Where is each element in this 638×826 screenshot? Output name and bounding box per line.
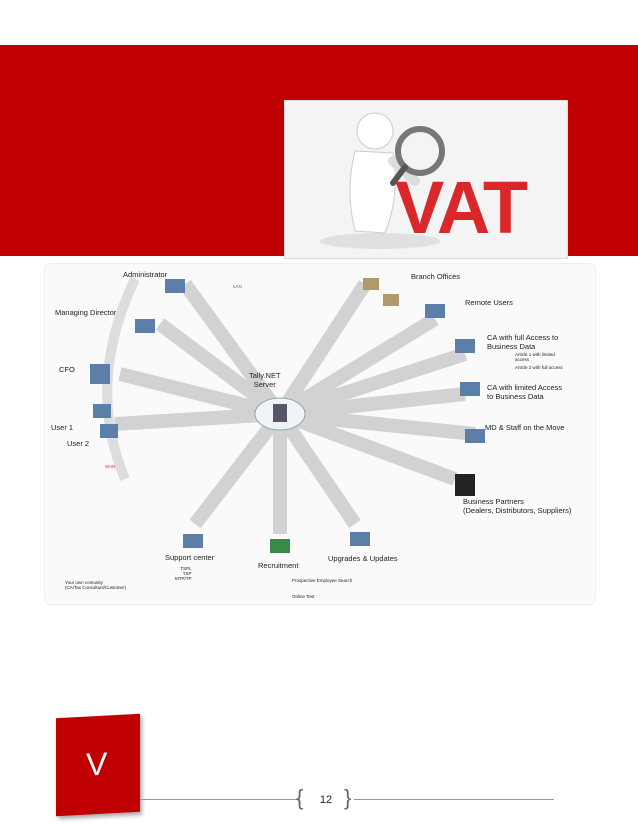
tally-network-diagram: Tally.NET Server Administrator Managing … [44,263,596,605]
node-remote-users: Remote Users [465,298,513,307]
magnifier-figure-illustration [320,112,445,249]
footer-rule-left [140,799,300,800]
ca-note-1: Article 1 with limited access [515,352,555,363]
brace-right: } [344,785,352,810]
ring-label-wan: WAN [105,464,116,469]
node-user-1: User 1 [51,423,74,432]
vat-word: VAT [395,166,528,249]
ca-note-2: Article 2 with full access [515,365,563,370]
brace-left: { [296,785,304,810]
node-cfo: CFO [59,365,75,374]
diagram-rays [90,276,485,553]
chapter-badge: V [56,713,140,817]
node-ca-limited-access: CA with limited Access to Business Data [487,383,563,401]
node-md-staff: MD & Staff on the Move [485,423,565,432]
node-business-partners: Business Partners (Dealers, Distributors… [463,497,572,515]
page-number: 12 [319,794,333,806]
recruit-item-2: Online Test [292,594,315,599]
support-list: TSPL TSP MTP/TP [175,566,192,582]
node-upgrades: Upgrades & Updates [328,554,398,563]
chapter-letter: V [86,745,108,783]
node-support-center: Support center [165,553,215,562]
node-user-2: User 2 [67,439,90,448]
node-administrator: Administrator [123,270,168,279]
footer-rule-right [354,799,554,800]
community-note: Your own comunity (CA/Tax Consultant/Cus… [65,580,127,591]
node-managing-director: Managing Director [55,308,117,317]
node-recruitment: Recruitment [258,561,299,570]
node-branch-offices: Branch Offices [411,272,461,281]
server-label: Tally.NET Server [249,371,281,389]
vat-image: VAT [284,100,568,259]
node-ca-full-access: CA with full Access to Business Data [487,333,559,351]
ring-label-lan: LAN [233,284,242,289]
recruit-item-1: Prospective Employee Search [292,578,353,583]
